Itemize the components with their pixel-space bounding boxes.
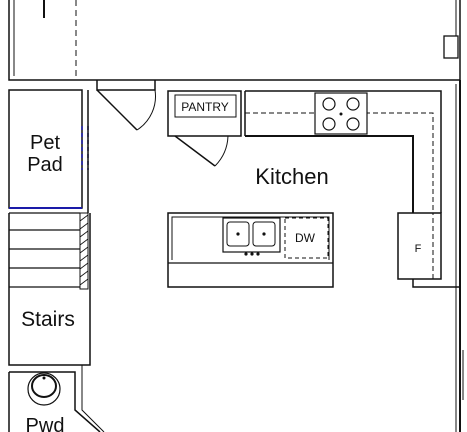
pantry: PANTRY <box>167 90 242 167</box>
right-wall <box>455 80 464 432</box>
pantry-door-swing-icon <box>174 135 216 167</box>
kitchen-island: DW <box>167 212 334 288</box>
pet-pad-label-line1: Pet <box>30 132 60 154</box>
hall-door <box>87 80 156 213</box>
pet-pad-label-line2: Pad <box>27 154 63 176</box>
kitchen-label: Kitchen <box>255 164 328 189</box>
fridge: F <box>397 212 460 288</box>
pet-pad-room: Pet Pad <box>8 89 89 209</box>
sink-icon <box>222 217 281 253</box>
stairs-label: Stairs <box>21 308 75 331</box>
kitchen-counters <box>244 90 442 213</box>
door-swing-icon <box>96 89 138 131</box>
fridge-label: F <box>415 243 422 255</box>
toilet-icon <box>27 372 61 406</box>
pantry-label: PANTRY <box>181 100 229 114</box>
dishwasher <box>284 217 329 259</box>
upper-room-fixture <box>443 35 459 59</box>
powder-room-label: Pwd <box>26 415 65 432</box>
stair-rail <box>79 212 89 290</box>
upper-room <box>8 0 461 81</box>
stairs: Stairs <box>8 212 91 366</box>
powder-room: Pwd <box>8 365 105 432</box>
dishwasher-label: DW <box>295 231 316 245</box>
